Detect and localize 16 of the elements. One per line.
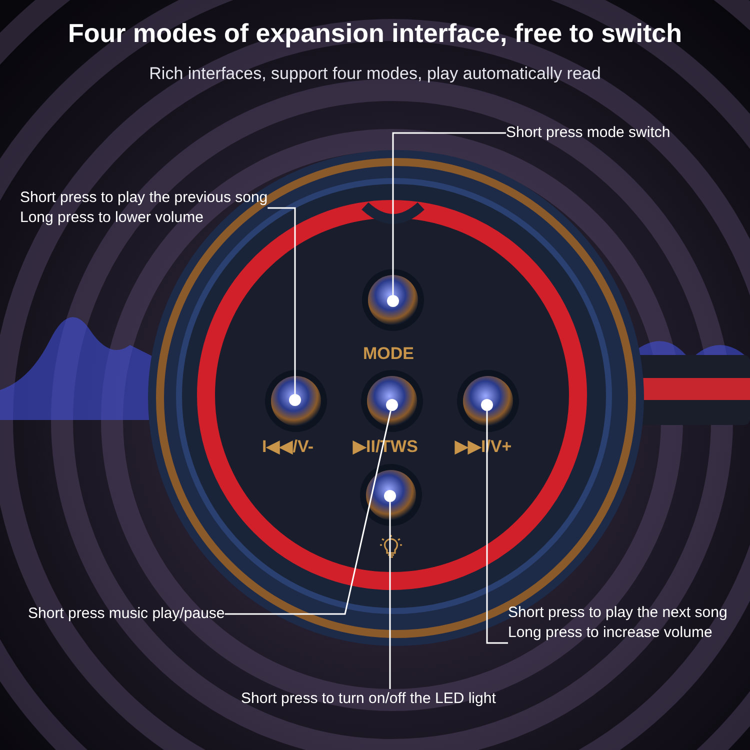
subtitle: Rich interfaces, support four modes, play automatically read xyxy=(148,63,602,85)
leader-line xyxy=(224,410,392,615)
callout-text: Short press mode switch xyxy=(506,123,670,143)
callout-text: Long press to increase volume xyxy=(508,623,714,643)
title: Four modes of expansion interface, free to switch xyxy=(66,17,683,50)
callout-text: Short press to turn on/off the LED light xyxy=(241,689,496,709)
callout-text: Short press to play the previous song xyxy=(20,188,268,208)
leader-line xyxy=(389,502,391,689)
button-label: MODE xyxy=(363,343,414,365)
callout-text: Short press music play/pause xyxy=(28,604,225,624)
callout-text: Short press to play the next song xyxy=(508,603,728,623)
leader-line xyxy=(486,411,508,644)
button-label: I◀◀/V- xyxy=(262,436,314,458)
leader-line xyxy=(268,207,296,394)
callout-text: Long press to lower volume xyxy=(20,208,204,228)
leader-line xyxy=(392,132,506,295)
